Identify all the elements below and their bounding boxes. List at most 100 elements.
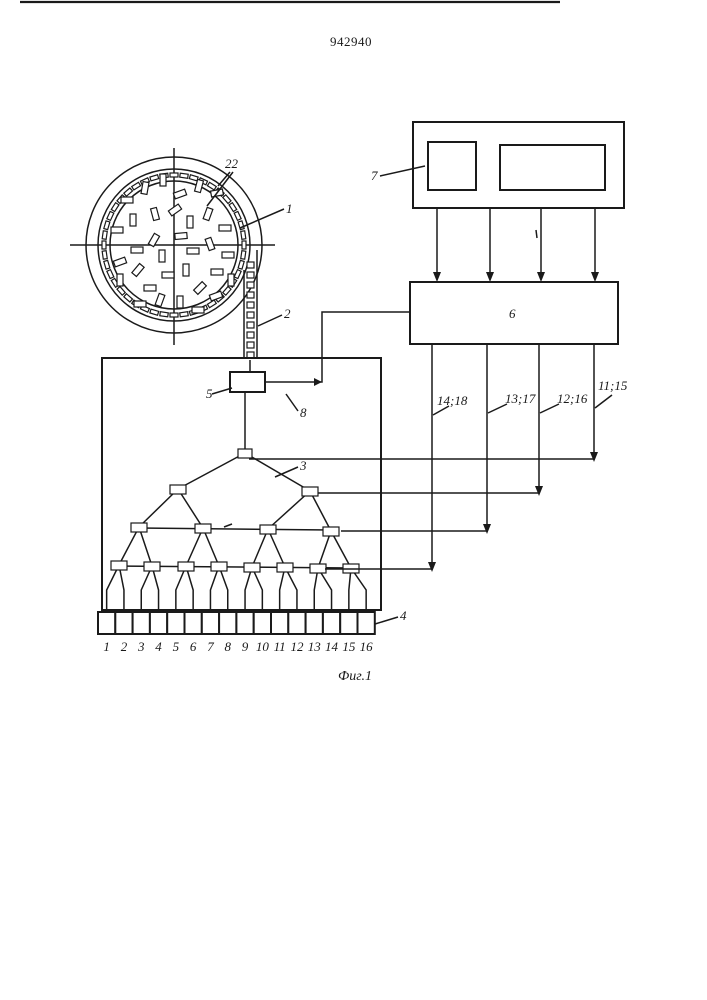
bin (219, 612, 236, 634)
tree-node (195, 524, 211, 533)
item (183, 264, 189, 276)
bin (306, 612, 323, 634)
label-line-a: 14;18 (437, 393, 468, 408)
sorting-frame (102, 358, 381, 610)
bin-number: 16 (360, 639, 374, 654)
ring-slot (241, 231, 246, 239)
leader-bins (375, 617, 398, 624)
ring-slot (104, 221, 110, 230)
patent-number: 942940 (330, 34, 372, 49)
bin (167, 612, 184, 634)
ring-slot (170, 173, 178, 177)
item (111, 227, 123, 233)
item (211, 269, 223, 275)
bin-number: 4 (155, 639, 162, 654)
item (187, 248, 199, 254)
ring-slot (124, 294, 133, 302)
bin-number: 14 (325, 639, 339, 654)
ring-slot (107, 270, 114, 279)
track-slot (247, 312, 254, 318)
bin (323, 612, 340, 634)
item (177, 296, 183, 308)
item (195, 179, 204, 192)
tree-node (211, 562, 227, 571)
item (219, 225, 231, 231)
ring-slot (150, 175, 159, 181)
item (187, 216, 193, 228)
ring-slot (180, 173, 188, 178)
item (155, 293, 165, 306)
tree-node (238, 449, 252, 458)
tree-node (111, 561, 127, 570)
item (113, 257, 126, 267)
ring-slot (241, 251, 246, 259)
track-slot (247, 292, 254, 298)
bin (288, 612, 305, 634)
item (205, 237, 215, 250)
item (121, 197, 133, 203)
bin (236, 612, 253, 634)
track-slot (247, 272, 254, 278)
bin-number: 1 (103, 639, 110, 654)
tree-node (244, 563, 260, 572)
item (151, 207, 160, 220)
bin-number: 12 (290, 639, 304, 654)
bin-number: 15 (342, 639, 356, 654)
bin (150, 612, 167, 634)
ring-slot (170, 313, 178, 317)
label-display-unit: 7 (371, 168, 378, 183)
item (173, 189, 186, 199)
leader-line-b (488, 404, 507, 413)
bin (98, 612, 115, 634)
ring-slot (102, 231, 107, 239)
bin (340, 612, 357, 634)
bin-number: 2 (121, 639, 128, 654)
label-sensor-line: 8 (300, 405, 307, 420)
ring-slot (238, 221, 244, 230)
bin (271, 612, 288, 634)
item (144, 285, 156, 291)
bin-number: 10 (256, 639, 270, 654)
ring-slot (223, 287, 231, 296)
label-disk: 1 (286, 201, 293, 216)
ring-slot (234, 270, 241, 279)
label-line-b: 13;17 (505, 391, 536, 406)
item (168, 204, 181, 216)
collector-bins (98, 612, 375, 634)
bin-number: 6 (190, 639, 197, 654)
ring-slot (223, 195, 231, 204)
tree-node (131, 523, 147, 532)
item (203, 207, 213, 220)
bin (115, 612, 132, 634)
track-slot (247, 262, 254, 268)
bin (254, 612, 271, 634)
ring-slot (207, 182, 216, 190)
tree-node (302, 487, 318, 496)
display-unit-wide-window (500, 145, 605, 190)
tree-node (178, 562, 194, 571)
label-line-c: 12;16 (557, 391, 588, 406)
item (130, 214, 136, 226)
label-controller: 6 (509, 306, 516, 321)
item (134, 301, 146, 307)
label-tree: 3 (299, 458, 307, 473)
bin-number: 13 (308, 639, 322, 654)
ring-slot (102, 251, 107, 259)
tree-node (277, 563, 293, 572)
item (132, 263, 144, 276)
ring-slot (229, 203, 237, 212)
bin (202, 612, 219, 634)
ring-slot (132, 182, 141, 190)
label-bins: 4 (400, 608, 407, 623)
tree-node (323, 527, 339, 536)
item (160, 174, 166, 186)
item (228, 274, 234, 286)
label-track: 2 (284, 306, 291, 321)
item (131, 247, 143, 253)
track-slot (247, 322, 254, 328)
leader-track (258, 315, 282, 326)
display-to-controller-links (433, 208, 599, 282)
ring-slot (124, 188, 133, 196)
bin-number-labels: 12345678910111213141516 (103, 639, 373, 654)
ring-slot (189, 175, 198, 181)
